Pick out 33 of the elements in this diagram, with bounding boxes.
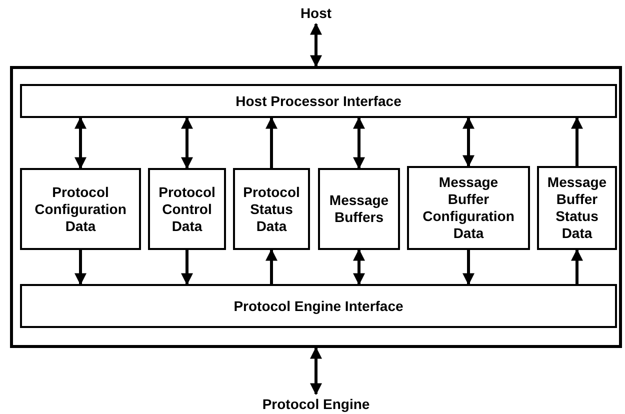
arrow	[571, 248, 583, 284]
outer-frame	[10, 66, 622, 348]
block-label: Protocol Status Data	[242, 184, 301, 234]
arrow	[462, 250, 474, 286]
block-label: Message Buffer Configuration Data	[422, 174, 516, 242]
block-label: Protocol Configuration Data	[34, 184, 128, 234]
arrow	[571, 116, 583, 166]
arrow	[310, 22, 322, 68]
block-label: Protocol Engine Interface	[234, 298, 404, 314]
block-label: Host Processor Interface	[236, 92, 402, 110]
arrow	[181, 250, 193, 286]
block-label: Message Buffers	[328, 192, 390, 226]
arrow	[353, 116, 365, 170]
arrow	[353, 248, 365, 286]
block-box	[233, 168, 310, 250]
arrow	[310, 346, 322, 396]
block-box	[537, 166, 617, 250]
arrow	[74, 250, 86, 286]
endpoint-label: Protocol Engine	[262, 396, 370, 412]
endpoint-label: Host	[300, 4, 332, 22]
arrow	[181, 116, 193, 170]
arrow	[266, 248, 278, 284]
block-box	[20, 168, 141, 250]
block-label: Protocol Control Data	[158, 184, 216, 234]
arrow	[74, 116, 86, 170]
block-box	[407, 166, 530, 250]
block-box	[318, 168, 400, 250]
block-label: Message Buffer Status Data	[546, 174, 608, 242]
arrow	[266, 116, 278, 168]
block-box	[148, 168, 226, 250]
block-box	[20, 84, 617, 118]
block-box	[20, 284, 617, 328]
arrow	[462, 116, 474, 168]
